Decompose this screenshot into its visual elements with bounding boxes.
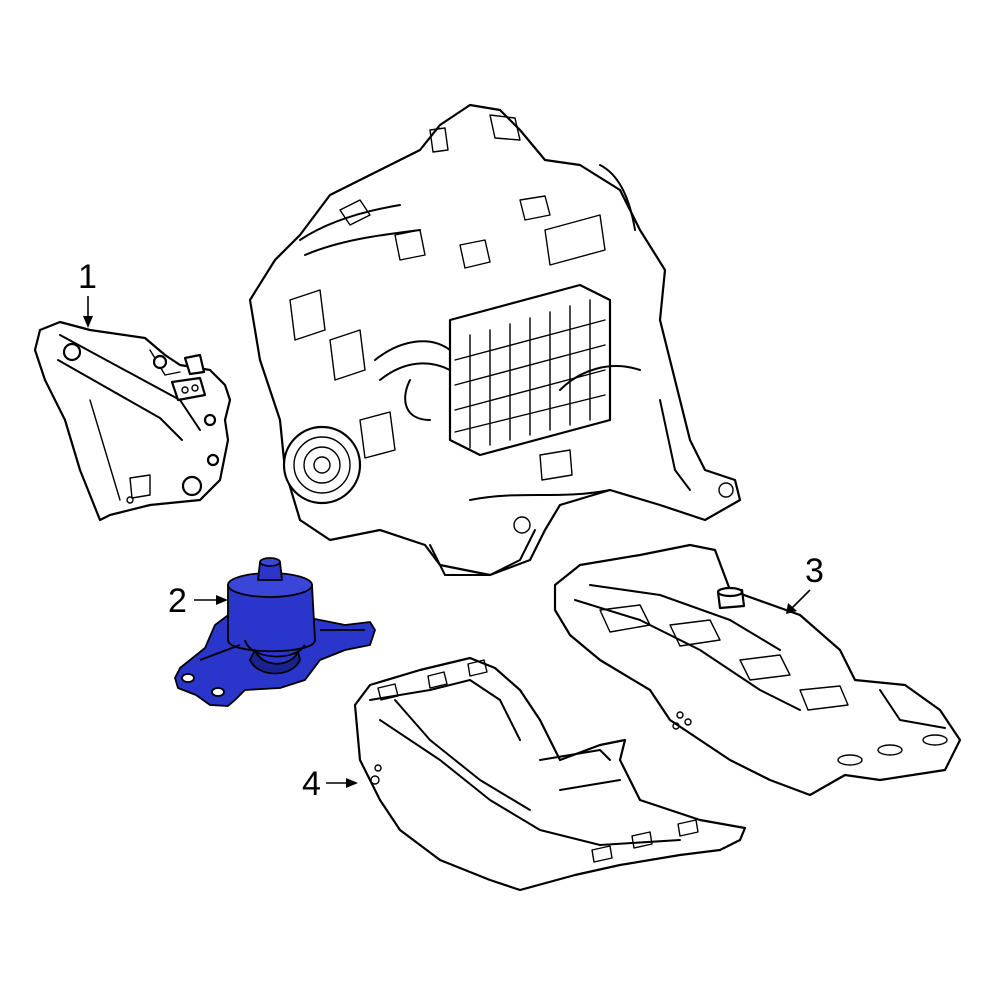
callout-2-arrowhead: [216, 595, 228, 605]
callout-1-label: 1: [78, 258, 97, 296]
callout-3-arrowhead: [786, 603, 797, 614]
engine-assembly: [248, 103, 742, 577]
callout-1: 1: [78, 258, 97, 328]
callout-4-arrowhead: [346, 778, 358, 788]
engine-mount[interactable]: [174, 557, 376, 707]
under-shield: [353, 656, 747, 892]
engine-mount-bracket: [33, 320, 232, 522]
callout-2-label: 2: [168, 582, 187, 620]
callout-3: 3: [786, 552, 824, 614]
callout-2: 2: [168, 582, 228, 620]
callout-3-leader: [791, 589, 811, 609]
heat-shield: [553, 543, 962, 797]
callout-1-arrowhead: [83, 316, 93, 328]
callout-4: 4: [302, 765, 358, 803]
callout-3-label: 3: [805, 552, 824, 590]
callout-4-label: 4: [302, 765, 321, 803]
